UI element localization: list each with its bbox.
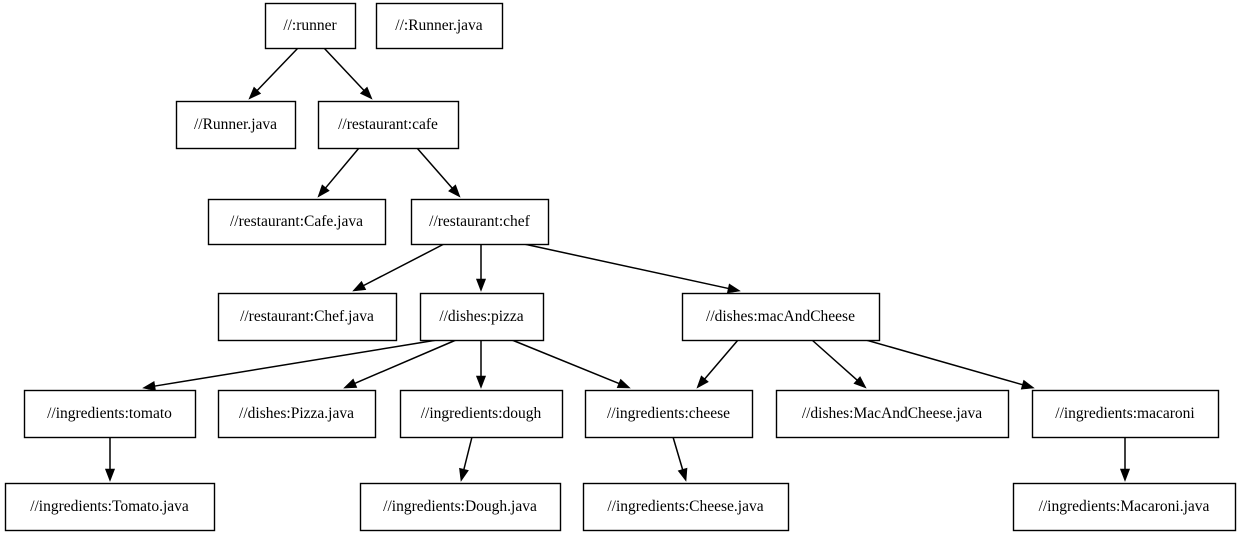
graph-node-ing_cheese[interactable]: //ingredients:cheese <box>584 389 754 439</box>
node-box[interactable] <box>584 389 754 439</box>
graph-node-tomato_java[interactable]: //ingredients:Tomato.java <box>4 482 216 532</box>
graph-edge <box>317 147 360 198</box>
graph-edge <box>511 339 631 389</box>
node-label: //restaurant:chef <box>429 213 531 230</box>
node-box[interactable] <box>359 482 562 532</box>
node-label: //ingredients:Dough.java <box>383 498 537 515</box>
graph-node-runner_java[interactable]: //Runner.java <box>175 100 297 150</box>
graph-edge <box>475 340 487 389</box>
graph-node-pizza_java[interactable]: //dishes:Pizza.java <box>217 389 377 439</box>
graph-node-macncheese_java[interactable]: //dishes:MacAndCheese.java <box>775 389 1010 439</box>
arrowhead-icon <box>616 378 631 389</box>
node-label: //:Runner.java <box>395 17 483 34</box>
node-box[interactable] <box>410 198 550 246</box>
arrowhead-icon <box>142 381 156 391</box>
graph-edge <box>459 436 473 482</box>
graph-edge <box>672 436 688 482</box>
node-label: //restaurant:cafe <box>338 116 438 133</box>
graph-edge <box>523 243 741 294</box>
node-box[interactable] <box>217 389 377 439</box>
arrowhead-icon <box>448 184 461 198</box>
node-label: //ingredients:cheese <box>607 405 730 422</box>
node-box[interactable] <box>1031 389 1220 439</box>
node-label: //dishes:MacAndCheese.java <box>802 405 982 422</box>
nodes-layer: //:runner //:Runner.java //Runner.java //re… <box>4 2 1237 532</box>
node-label: //Runner.java <box>194 116 277 133</box>
graph-node-restaurant_chef[interactable]: //restaurant:chef <box>410 198 550 246</box>
arrowhead-icon <box>104 468 116 482</box>
node-box[interactable] <box>375 2 504 50</box>
graph-node-cafe_java[interactable]: //restaurant:Cafe.java <box>207 198 387 246</box>
graph-node-runner[interactable]: //:runner <box>264 2 357 50</box>
node-label: //restaurant:Cafe.java <box>230 213 363 230</box>
graph-edge <box>811 339 867 389</box>
arrowhead-icon <box>677 467 688 482</box>
graph-edge <box>104 437 116 482</box>
graph-edge <box>696 339 739 389</box>
node-box[interactable] <box>399 389 564 439</box>
node-label: //dishes:macAndCheese <box>706 308 855 325</box>
graph-edge <box>352 243 445 292</box>
arrowhead-icon <box>1020 379 1035 390</box>
graph-node-ing_tomato[interactable]: //ingredients:tomato <box>23 389 197 439</box>
node-label: //ingredients:Tomato.java <box>30 498 189 515</box>
arrowhead-icon <box>317 184 330 198</box>
graph-node-restaurant_cafe[interactable]: //restaurant:cafe <box>317 100 460 150</box>
arrowhead-icon <box>475 375 487 389</box>
node-box[interactable] <box>681 292 881 342</box>
node-box[interactable] <box>175 100 297 150</box>
node-label: //dishes:pizza <box>439 308 523 325</box>
node-label: //restaurant:Chef.java <box>240 308 374 325</box>
node-box[interactable] <box>23 389 197 439</box>
graph-edge <box>142 339 438 391</box>
node-label: //dishes:Pizza.java <box>239 405 354 422</box>
graph-edge <box>248 47 299 100</box>
graph-node-macaroni_java[interactable]: //ingredients:Macaroni.java <box>1012 482 1237 532</box>
node-box[interactable] <box>419 292 545 342</box>
arrowhead-icon <box>696 375 709 389</box>
node-box[interactable] <box>4 482 216 532</box>
graph-edge <box>323 47 373 100</box>
graph-node-dough_java[interactable]: //ingredients:Dough.java <box>359 482 562 532</box>
node-label: //ingredients:tomato <box>47 405 172 422</box>
graph-node-ing_dough[interactable]: //ingredients:dough <box>399 389 564 439</box>
graph-edge <box>416 147 461 198</box>
arrowhead-icon <box>459 467 469 482</box>
graph-node-dishes_macncheese[interactable]: //dishes:macAndCheese <box>681 292 881 342</box>
graph-edge <box>343 339 457 389</box>
node-label: //ingredients:dough <box>421 405 542 422</box>
node-box[interactable] <box>317 100 460 150</box>
graph-node-runner_java_root[interactable]: //:Runner.java <box>375 2 504 50</box>
graph-node-ing_macaroni[interactable]: //ingredients:macaroni <box>1031 389 1220 439</box>
graph-edge <box>1119 437 1131 482</box>
node-box[interactable] <box>1012 482 1237 532</box>
graph-node-chef_java[interactable]: //restaurant:Chef.java <box>217 292 398 342</box>
node-label: //ingredients:Macaroni.java <box>1039 498 1210 515</box>
arrowhead-icon <box>352 280 367 292</box>
arrowhead-icon <box>726 283 741 294</box>
arrowhead-icon <box>475 278 487 292</box>
graph-node-cheese_java[interactable]: //ingredients:Cheese.java <box>582 482 790 532</box>
node-box[interactable] <box>207 198 387 246</box>
node-label: //ingredients:Cheese.java <box>607 498 763 515</box>
graph-edge <box>475 244 487 292</box>
node-box[interactable] <box>582 482 790 532</box>
arrowhead-icon <box>1119 468 1131 482</box>
node-label: //:runner <box>283 17 337 34</box>
node-box[interactable] <box>217 292 398 342</box>
node-box[interactable] <box>264 2 357 50</box>
graph-edge <box>865 339 1035 390</box>
arrowhead-icon <box>359 86 373 100</box>
graph-node-dishes_pizza[interactable]: //dishes:pizza <box>419 292 545 342</box>
arrowhead-icon <box>248 86 262 100</box>
arrowhead-icon <box>343 378 358 389</box>
edges-layer <box>104 47 1131 482</box>
arrowhead-icon <box>853 376 867 389</box>
node-label: //ingredients:macaroni <box>1055 405 1195 422</box>
node-box[interactable] <box>775 389 1010 439</box>
